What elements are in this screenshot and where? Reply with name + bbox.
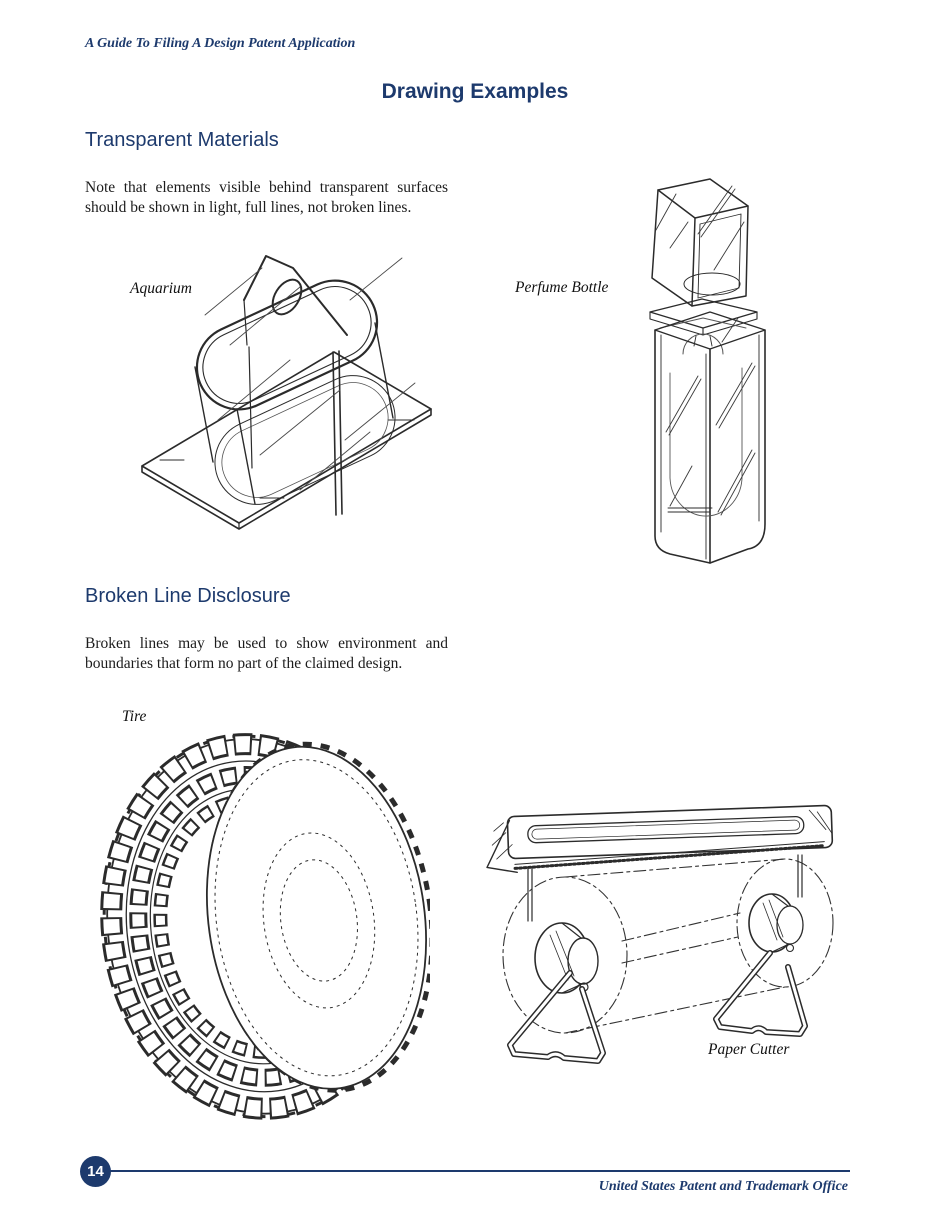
figure-label-paper-cutter: Paper Cutter [708,1041,790,1058]
figure-label-aquarium: Aquarium [130,280,192,297]
document-header: A Guide To Filing A Design Patent Applic… [85,36,356,51]
tire-figure [95,728,430,1123]
aquarium-figure [130,248,440,538]
section-heading-broken-line-disclosure: Broken Line Disclosure [85,585,291,607]
figure-label-perfume-bottle: Perfume Bottle [515,279,609,296]
figure-label-tire: Tire [122,708,147,725]
page-number: 14 [87,1163,104,1180]
page-title: Drawing Examples [381,80,569,103]
perfume-bottle-drawing [649,178,766,564]
footer-rule [110,1170,850,1173]
section-heading-transparent-materials: Transparent Materials [85,129,279,151]
tire-drawing [100,733,430,1120]
perfume-bottle-figure [640,178,770,568]
section-body-broken-line-disclosure: Broken lines may be used to show environ… [85,635,448,672]
section-body-transparent-materials: Note that elements visible behind transp… [85,179,448,216]
aquarium-drawing [141,255,432,530]
paper-cutter-drawing [486,804,834,1064]
paper-cutter-figure [470,795,860,1075]
footer-office-name: United States Patent and Trademark Offic… [598,1179,848,1194]
page-number-badge: 14 [80,1156,111,1187]
